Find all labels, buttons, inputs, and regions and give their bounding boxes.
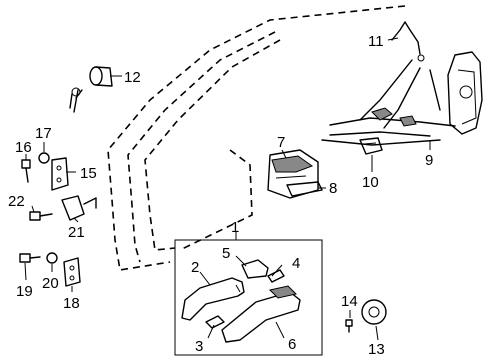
part-handle-cap (241, 259, 269, 279)
callout-labels: 1 2 3 4 5 6 7 8 9 10 11 12 13 14 15 16 1… (8, 33, 433, 358)
callout-19: 19 (16, 283, 33, 300)
callout-3: 3 (195, 338, 203, 355)
part-striker-bolt (345, 319, 353, 333)
callout-17: 17 (35, 125, 52, 142)
callout-8: 8 (329, 180, 337, 197)
part-striker (361, 299, 387, 325)
part-nut-lower (46, 252, 58, 264)
callout-22: 22 (8, 193, 25, 210)
part-bolt-upper (21, 159, 31, 183)
callout-9: 9 (425, 152, 433, 169)
part-small-cap (205, 315, 225, 329)
callout-18: 18 (63, 295, 80, 312)
part-handle-frame (221, 291, 301, 343)
callout-10: 10 (362, 174, 379, 191)
callout-4: 4 (292, 255, 300, 272)
callout-21: 21 (68, 224, 85, 241)
callout-14: 14 (341, 293, 358, 310)
callout-12: 12 (124, 69, 141, 86)
callout-6: 6 (288, 336, 296, 353)
part-bezel (286, 181, 323, 197)
callout-1: 1 (231, 219, 239, 236)
callout-5: 5 (222, 245, 230, 262)
callout-2: 2 (191, 259, 199, 276)
callout-13: 13 (368, 341, 385, 358)
leader-lines (24, 37, 431, 341)
part-bolt-lower (19, 253, 41, 263)
door-outline (107, 5, 406, 271)
part-nut-upper (38, 152, 50, 164)
part-outside-handle (181, 277, 245, 321)
part-inside-handle (267, 149, 319, 199)
callout-16: 16 (15, 139, 32, 156)
part-door-check (61, 195, 97, 221)
callout-11: 11 (368, 33, 384, 50)
part-rod (391, 21, 425, 62)
callout-15: 15 (80, 165, 97, 182)
part-latch-assembly (321, 51, 483, 146)
callout-7: 7 (277, 134, 285, 151)
part-lock-cylinder (69, 66, 113, 113)
callout-20: 20 (42, 275, 59, 292)
part-lower-hinge (63, 257, 81, 287)
part-clip (359, 137, 383, 155)
part-bolt-middle (29, 211, 53, 221)
part-hinge-bracket (51, 157, 69, 191)
